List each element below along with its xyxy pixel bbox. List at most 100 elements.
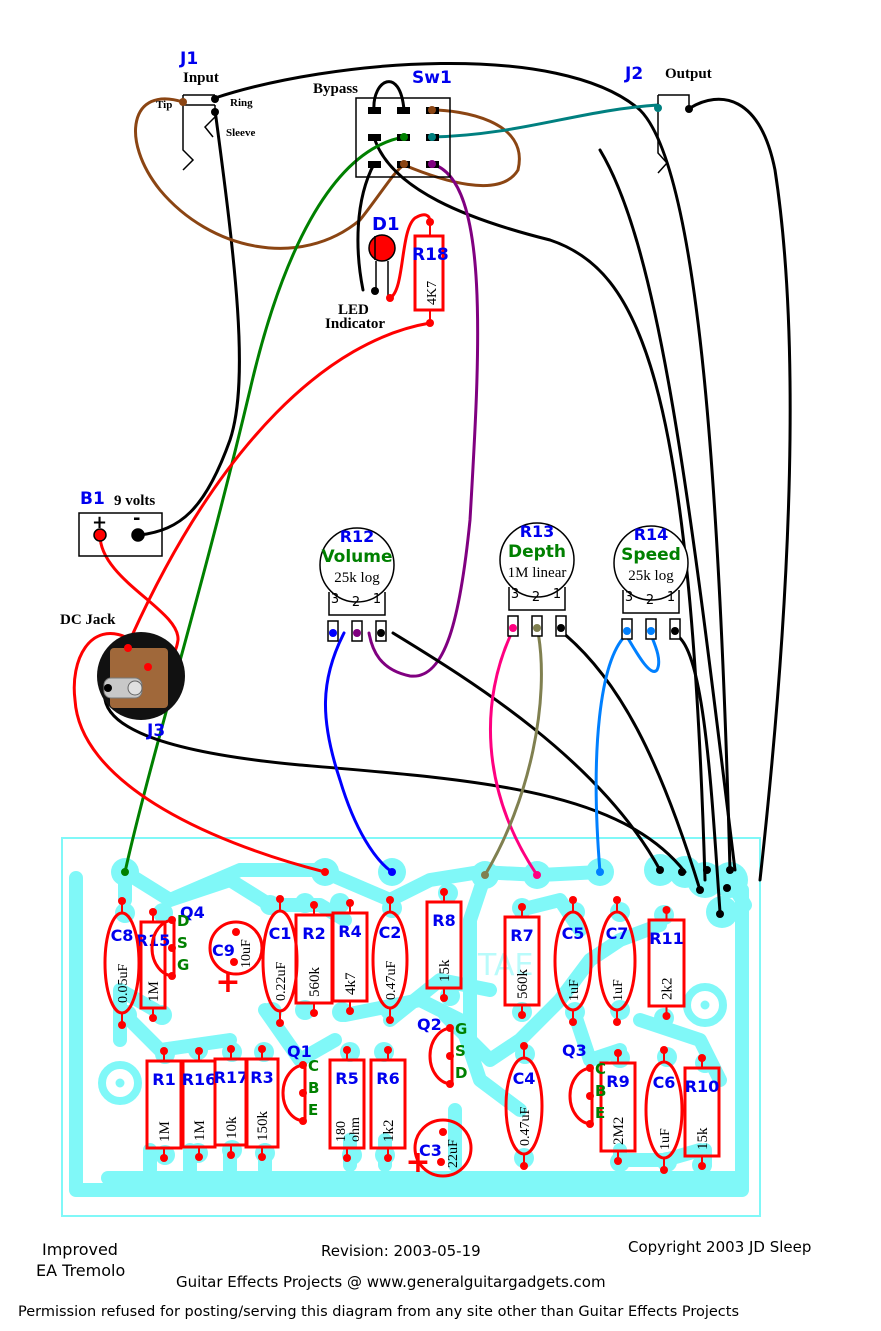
solder-point <box>586 1064 594 1072</box>
wire-black-dcjack-ground <box>103 688 687 874</box>
capacitor-ref: C8 <box>111 926 134 945</box>
resistor-ref: R3 <box>250 1068 273 1087</box>
solder-point <box>613 896 621 904</box>
solder-point <box>276 1019 284 1027</box>
capacitor-ref: C9 <box>212 941 235 960</box>
d1-led: D1 LED Indicator <box>325 214 399 332</box>
capacitor-value: 0.22uF <box>274 962 289 1002</box>
b1-minus: - <box>133 508 140 529</box>
wire-red-r18-dcjack <box>128 321 432 642</box>
b1-label: 9 volts <box>114 493 155 509</box>
pot-pin-number: 2 <box>352 595 360 610</box>
solder-point <box>439 1128 447 1136</box>
capacitor-value: 1uF <box>658 1128 673 1150</box>
resistor-value: 10k <box>224 1116 240 1139</box>
r18-resistor: R18 4K7 <box>412 218 449 327</box>
resistor-ref: R16 <box>182 1070 217 1089</box>
resistor-ref: R17 <box>214 1068 249 1087</box>
capacitor-ref: C4 <box>513 1069 536 1088</box>
solder-point <box>160 1047 168 1055</box>
resistor-ref: R1 <box>152 1070 175 1089</box>
sw1-ref: Sw1 <box>412 68 452 88</box>
d1-label-led: LED <box>338 302 369 318</box>
solder-point <box>614 1157 622 1165</box>
solder-point <box>299 1061 307 1069</box>
resistor-body <box>328 1058 366 1150</box>
wire-black-speed <box>674 633 722 914</box>
solder-point <box>446 1024 454 1032</box>
capacitor-ref: C2 <box>379 923 402 942</box>
mounting-holes <box>98 983 727 1105</box>
pot-value: 1M linear <box>508 565 567 581</box>
transistor-ref: Q3 <box>562 1041 587 1060</box>
wire-blue-volume <box>323 631 394 874</box>
footer-copyright: Copyright 2003 JD Sleep <box>628 1238 812 1256</box>
wire-brown-switch <box>402 108 521 187</box>
pot-lug-solder <box>557 624 565 632</box>
pot-pin-number: 3 <box>625 590 633 605</box>
j1-input-jack: J1 Input Tip Ring Sleeve <box>156 49 255 171</box>
pcb-components: R151MR2560kR44k7R815kR7560kR112k2R11MR16… <box>103 888 721 1180</box>
transistor-body <box>281 1063 307 1123</box>
pot-ref: R13 <box>520 522 555 541</box>
footer-site-link[interactable]: Guitar Effects Projects @ www.generalgui… <box>176 1273 606 1291</box>
solder-point <box>149 908 157 916</box>
transistor-pin-label: C <box>595 1060 606 1078</box>
transistor-body <box>428 1026 454 1086</box>
solder-point <box>168 972 176 980</box>
resistor-value: 15k <box>437 959 453 982</box>
pot-lug-solder <box>671 627 679 635</box>
footer-revision: Revision: 2003-05-19 <box>321 1242 481 1260</box>
transistor-pin-label: S <box>455 1042 466 1060</box>
transistor-pin-label: E <box>308 1101 318 1119</box>
j1-ref: J1 <box>179 49 198 69</box>
resistor-ref: R2 <box>302 924 325 943</box>
solder-point <box>569 1018 577 1026</box>
sw1-label: Bypass <box>313 81 358 97</box>
j1-tip-label: Tip <box>156 99 172 111</box>
footer-title-line1: Improved <box>42 1240 118 1259</box>
solder-point <box>232 928 240 936</box>
solder-point <box>520 1162 528 1170</box>
transistor-ref: Q2 <box>417 1015 442 1034</box>
capacitor-body <box>504 1056 544 1156</box>
pot-lug-solder <box>329 629 337 637</box>
r18-ref: R18 <box>412 245 449 265</box>
capacitor-body <box>371 910 409 1010</box>
solder-point <box>518 1011 526 1019</box>
capacitor-value: 22uF <box>446 1139 461 1168</box>
solder-point <box>437 1158 445 1166</box>
resistor-ref: R10 <box>685 1077 720 1096</box>
wire-brown-tip <box>134 97 406 250</box>
resistor-value: 560k <box>515 969 531 1000</box>
j3-dc-jack: DC Jack J3 <box>60 612 185 741</box>
pot-lug-solder <box>647 627 655 635</box>
solder-point <box>227 1045 235 1053</box>
resistor-value: ohm <box>348 1117 363 1142</box>
solder-point <box>662 1012 671 1020</box>
solder-point <box>586 1120 594 1128</box>
resistor-ref: R4 <box>338 922 361 941</box>
j3-label: DC Jack <box>60 612 116 628</box>
r18-value: 4K7 <box>425 281 440 305</box>
wire-black-output-sleeve <box>688 97 792 882</box>
pot-body <box>613 525 689 601</box>
pot-value: 25k log <box>628 568 674 584</box>
d1-ref: D1 <box>372 214 399 235</box>
pot-name: Depth <box>508 542 566 562</box>
resistor-body <box>683 1066 721 1158</box>
resistor-ref: R11 <box>649 929 684 948</box>
solder-point <box>160 1154 168 1162</box>
solder-point <box>586 1092 594 1100</box>
